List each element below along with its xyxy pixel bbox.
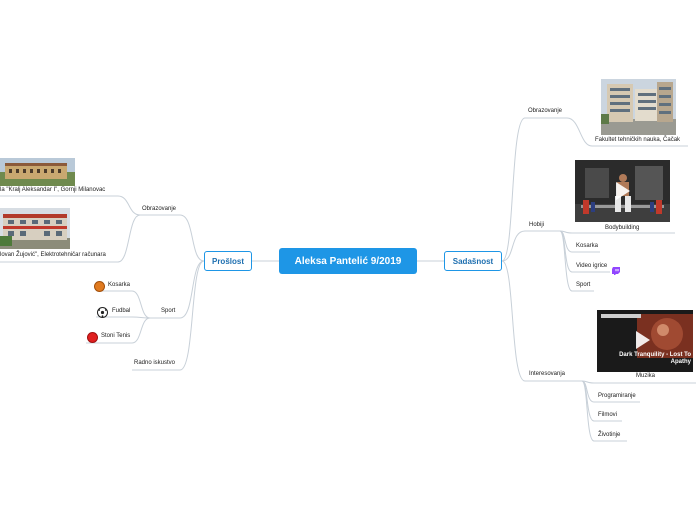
hobiji-sport-label[interactable]: Sport xyxy=(576,282,590,288)
school1-photo xyxy=(0,158,75,186)
music-video-title: Dark Tranquility - Lost To Apathy xyxy=(619,352,691,366)
play-icon[interactable] xyxy=(616,182,630,200)
left-sport-label[interactable]: Sport xyxy=(161,308,175,314)
football-icon xyxy=(97,307,108,318)
right-interesovanja-label[interactable]: Interesovanja xyxy=(529,371,565,377)
right-obrazovanje-label[interactable]: Obrazovanje xyxy=(528,108,562,114)
hobiji-kosarka-label[interactable]: Kosarka xyxy=(576,243,598,249)
school2-label[interactable]: lovan Žujović", Elektrotehničar računara xyxy=(0,252,106,258)
sport-kosarka-label[interactable]: Kosarka xyxy=(108,282,130,288)
right-hobiji-label[interactable]: Hobiji xyxy=(529,222,544,228)
faculty-photo xyxy=(601,79,676,135)
main-topic-proslost[interactable]: Prošlost xyxy=(204,251,252,271)
basketball-icon xyxy=(94,281,105,292)
ping-pong-icon xyxy=(87,332,98,343)
main-topic-proslost-label: Prošlost xyxy=(212,257,244,266)
play-icon[interactable] xyxy=(636,331,650,349)
school2-photo xyxy=(0,208,70,249)
sport-stoni-tenis-label[interactable]: Stoni Tenis xyxy=(101,333,130,339)
music-caption[interactable]: Muzika xyxy=(636,373,655,379)
twitch-icon xyxy=(612,262,620,270)
interesovanja-programiranje-label[interactable]: Programiranje xyxy=(598,393,636,399)
sport-fudbal-label[interactable]: Fudbal xyxy=(112,308,130,314)
interesovanja-zivotinje-label[interactable]: Životinje xyxy=(598,432,620,438)
central-topic[interactable]: Aleksa Pantelić 9/2019 xyxy=(279,248,417,274)
interesovanja-filmovi-label[interactable]: Filmovi xyxy=(598,412,617,418)
main-topic-sadasnost-label: Sadašnost xyxy=(453,257,493,266)
bodybuilding-video[interactable] xyxy=(575,160,670,222)
hobiji-video-igrice-label[interactable]: Video igrice xyxy=(576,263,607,269)
left-obrazovanje-label[interactable]: Obrazovanje xyxy=(142,206,176,212)
central-topic-title: Aleksa Pantelić 9/2019 xyxy=(295,256,402,267)
main-topic-sadasnost[interactable]: Sadašnost xyxy=(444,251,502,271)
bodybuilding-caption[interactable]: Bodybuilding xyxy=(605,225,639,231)
faculty-caption[interactable]: Fakultet tehničkih nauka, Čačak xyxy=(595,137,680,143)
music-video[interactable]: Dark Tranquility - Lost To Apathy xyxy=(597,310,693,372)
school1-label[interactable]: la "Kralj Aleksandar I", Gornji Milanova… xyxy=(0,187,105,193)
left-radno-iskustvo-label[interactable]: Radno iskustvo xyxy=(134,360,175,366)
